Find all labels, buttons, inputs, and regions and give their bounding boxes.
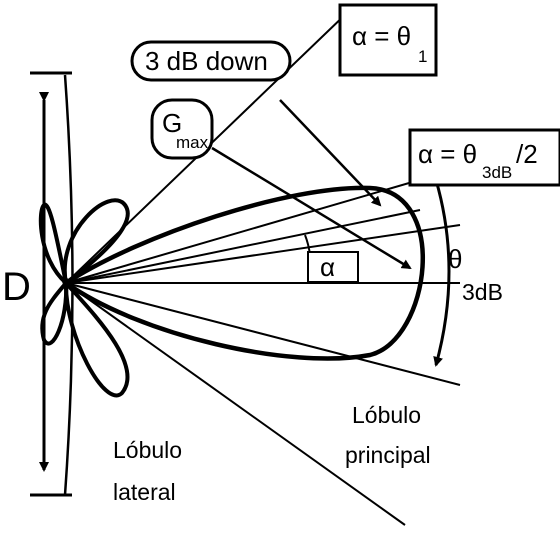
main-lobe-caption-line1: Lóbulo — [352, 402, 421, 428]
three-db-pointer-arrow — [279, 99, 382, 207]
main-lobe-caption-line2: principal — [345, 442, 431, 468]
alpha-box — [307, 251, 359, 283]
side-lobe-caption-line1: Lóbulo — [113, 437, 182, 463]
alpha-label: α — [320, 252, 335, 282]
side-lobes — [38, 198, 130, 398]
alpha-half-subscript: 3dB — [482, 163, 512, 182]
three-db-down-box — [130, 40, 292, 82]
gmax-label: G — [162, 108, 182, 138]
three-db-down-label: 3 dB down — [145, 46, 268, 76]
alpha-theta1-label: α = θ — [352, 21, 411, 51]
main-lobe — [61, 185, 425, 361]
theta-3db-label: θ — [448, 244, 462, 274]
theta-3db-arc — [428, 170, 451, 367]
gmax-g: G — [162, 108, 182, 138]
side-lobe-caption-line2: lateral — [113, 479, 176, 505]
alpha-half-label: α = θ — [418, 139, 477, 169]
alpha-theta1-box — [338, 3, 438, 77]
gmax-subscript: max — [176, 133, 209, 152]
gmax-pointer-arrow — [211, 146, 412, 270]
alpha-half-box — [408, 128, 560, 187]
aperture-label: D — [2, 265, 31, 309]
gmax-box — [150, 98, 214, 160]
alpha-theta1-subscript: 1 — [418, 47, 427, 66]
theta-3db-subscript: 3dB — [462, 279, 503, 305]
alpha-half-tail: /2 — [516, 139, 538, 169]
